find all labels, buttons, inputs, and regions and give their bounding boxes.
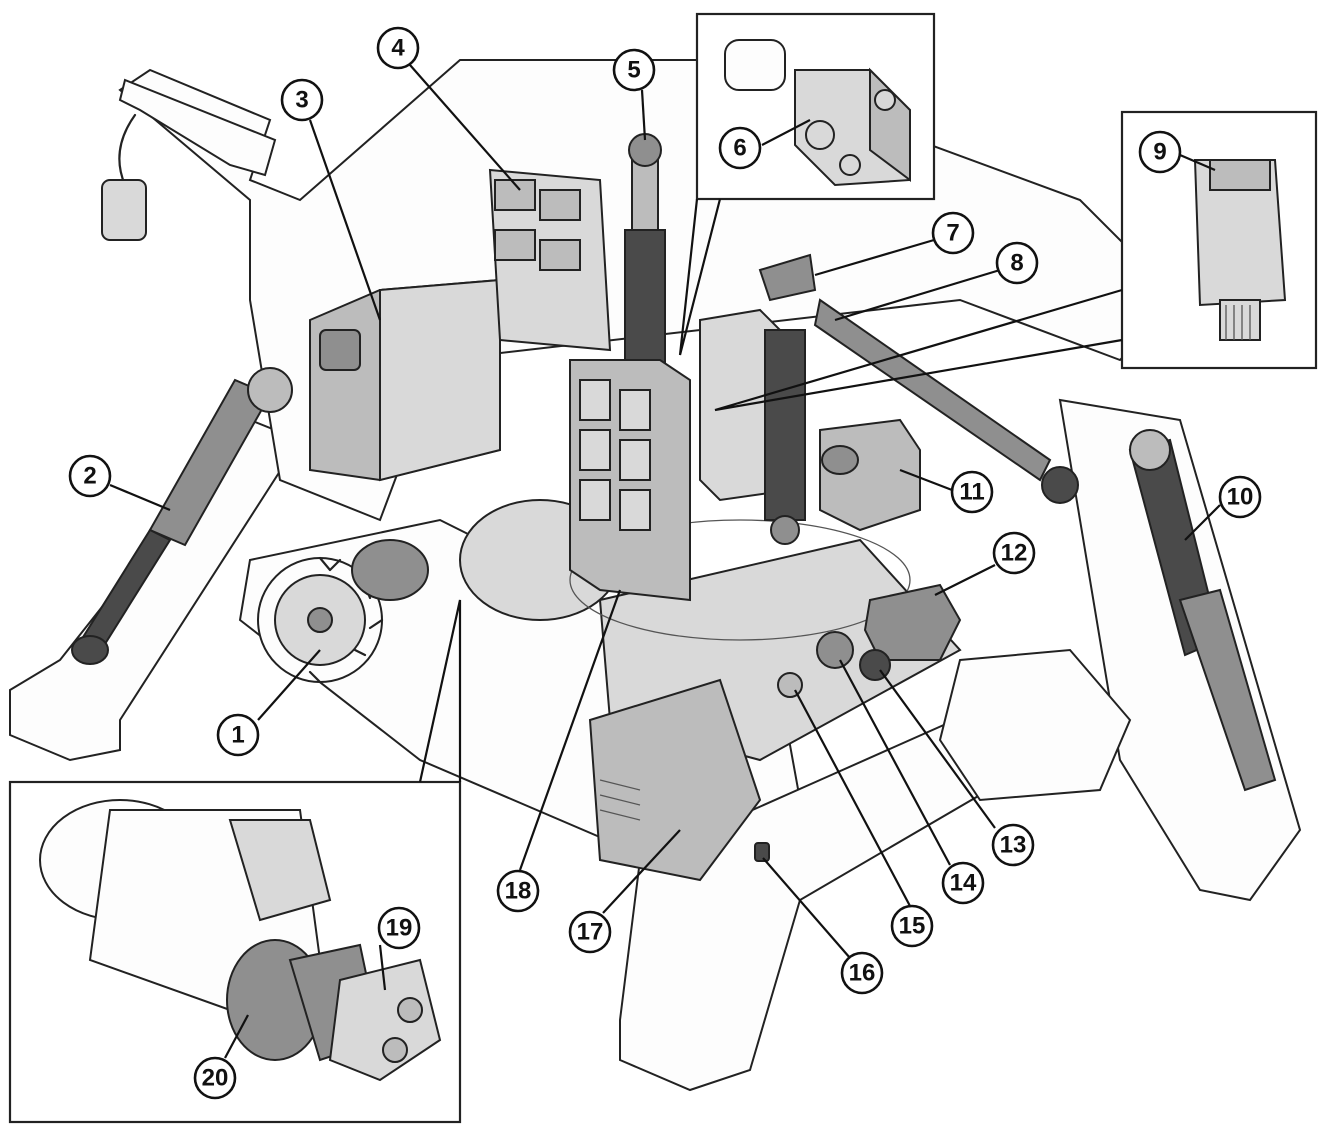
carry-handle: [118, 78, 277, 177]
slew-ring: [569, 519, 911, 641]
front-outrigger-leg: [619, 698, 1042, 1092]
callout-20: 20: [193, 1056, 237, 1100]
callout-15-label: 15: [899, 913, 926, 940]
callout-14: 14: [941, 861, 985, 905]
callout-1-label: 1: [231, 722, 244, 749]
callout-2: 2: [68, 454, 112, 498]
electrical-box: [309, 278, 501, 482]
callout-17-label: 17: [577, 919, 604, 946]
auxiliary-pump: [819, 418, 921, 532]
boom-cylinder: [624, 133, 666, 381]
inset-valve-block: [695, 12, 936, 201]
callout-15: 15: [890, 904, 934, 948]
level-gauge: [777, 672, 803, 698]
callout-16-label: 16: [849, 960, 876, 987]
callout-19-label: 19: [386, 915, 413, 942]
callout-13-label: 13: [1000, 832, 1027, 859]
solenoid-valve-block: [488, 168, 612, 352]
inset-motor-pump: [8, 780, 462, 1124]
callout-8-label: 8: [1010, 250, 1023, 277]
callout-16: 16: [840, 951, 884, 995]
oil-tank-fins: [599, 779, 641, 821]
callout-3: 3: [280, 78, 324, 122]
drain-plug: [754, 842, 770, 862]
callout-18-label: 18: [505, 878, 532, 905]
callout-17: 17: [568, 910, 612, 954]
callout-leaders: [109, 64, 1221, 1059]
electrical-connector: [863, 583, 962, 661]
arm-cylinder: [758, 253, 817, 545]
breather-cap: [859, 649, 891, 681]
power-plug: [101, 179, 147, 241]
callout-9-label: 9: [1153, 139, 1166, 166]
inset-pointer-lines: [418, 198, 1123, 783]
filler-cap: [816, 631, 854, 669]
callout-11-label: 11: [959, 479, 984, 506]
callout-2-label: 2: [83, 463, 96, 490]
callout-5-label: 5: [627, 57, 640, 84]
track-motor: [351, 539, 429, 601]
callout-9: 9: [1138, 130, 1182, 174]
callout-19: 19: [377, 906, 421, 950]
callout-3-label: 3: [295, 87, 308, 114]
callout-13: 13: [991, 823, 1035, 867]
callout-18: 18: [496, 869, 540, 913]
callout-14-label: 14: [950, 870, 977, 897]
machine-illustration: [9, 59, 1302, 1092]
left-outrigger-cylinder: [71, 367, 293, 665]
callout-10-label: 10: [1227, 484, 1254, 511]
callout-5: 5: [612, 48, 656, 92]
callout-6: 6: [718, 126, 762, 170]
right-bracket: [938, 648, 1132, 802]
callout-6-label: 6: [733, 135, 746, 162]
right-outrigger-cylinder: [1128, 429, 1277, 792]
drive-sprocket: [257, 556, 384, 684]
callout-4: 4: [376, 26, 420, 70]
boom-extension-cylinder: [813, 298, 1079, 504]
oil-tank: [588, 678, 762, 882]
callout-10: 10: [1218, 475, 1262, 519]
right-outrigger-leg: [1058, 398, 1302, 902]
callout-4-label: 4: [391, 35, 405, 62]
main-valve-stack: [569, 359, 691, 602]
callout-12-label: 12: [1001, 540, 1028, 567]
inset-hydraulic-motor: [1120, 110, 1318, 370]
callout-11: 11: [950, 470, 994, 514]
callout-7: 7: [931, 211, 975, 255]
power-cable: [118, 113, 137, 187]
callout-8: 8: [995, 241, 1039, 285]
callout-7-label: 7: [946, 220, 959, 247]
callout-1: 1: [216, 713, 260, 757]
callout-20-label: 20: [202, 1065, 229, 1092]
callout-12: 12: [992, 531, 1036, 575]
